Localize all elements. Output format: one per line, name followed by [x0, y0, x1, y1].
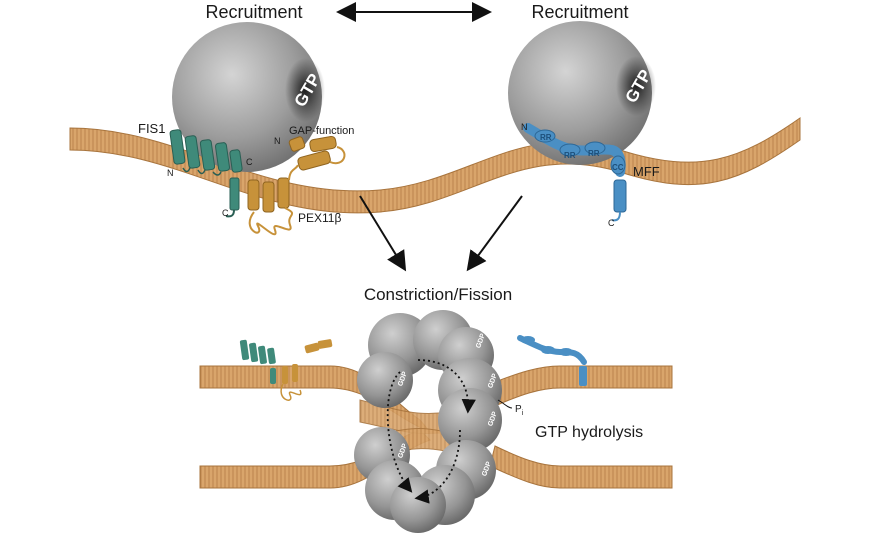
arrow-left-down: [359, 195, 407, 272]
mff-label: MFF: [633, 164, 660, 179]
rotation-arrow-top: [417, 359, 476, 414]
gdp-label-6: GDP: [481, 460, 493, 477]
recruitment-label-left: Recruitment: [205, 2, 302, 22]
mff-protein: [523, 123, 627, 222]
fis1-c-upper-label: C: [246, 157, 253, 167]
pex11b-protein: [247, 135, 346, 236]
arrow-right-down: [466, 195, 523, 272]
pi-label: Pi: [515, 404, 524, 417]
fis1-c-lower-label: C: [222, 208, 229, 218]
gdp-label-2: GDP: [487, 372, 499, 389]
mff-c-label: C: [608, 218, 615, 228]
gtp-hydrolysis-label: GTP hydrolysis: [535, 424, 643, 441]
gdp-label-1: GDP: [475, 332, 487, 349]
recruitment-label-right: Recruitment: [531, 2, 628, 22]
pi-pointer: [497, 399, 513, 409]
dnm1l-sphere-left: GTP: [172, 22, 325, 172]
dnm1l-ring: [354, 310, 502, 533]
gdp-label-3: GDP: [487, 410, 499, 427]
cc-label: CC: [612, 163, 624, 172]
gdp-label-4: GDP: [397, 370, 409, 387]
gdp-label-5: GDP: [397, 442, 409, 459]
fis1-protein: [169, 129, 243, 218]
rr-label-1: RR: [540, 133, 552, 142]
rotation-arrow-right: [414, 429, 461, 504]
pex11b-label: PEX11β: [298, 211, 341, 225]
mff-small: [517, 335, 587, 386]
rr-label-3: RR: [588, 149, 600, 158]
rotation-arrow-left: [386, 371, 413, 493]
dnm1l-sphere-right: GTP: [508, 21, 656, 165]
mff-n-label: N: [521, 122, 528, 132]
gap-function-label: GAP-function: [289, 125, 354, 137]
fis1-n-label: N: [167, 168, 174, 178]
rr-label-2: RR: [564, 151, 576, 160]
pex-n-label: N: [274, 136, 281, 146]
fis1-label: FIS1: [138, 121, 165, 136]
fis1-pex-small: [239, 339, 333, 401]
constriction-fission-label: Constriction/Fission: [364, 285, 512, 304]
